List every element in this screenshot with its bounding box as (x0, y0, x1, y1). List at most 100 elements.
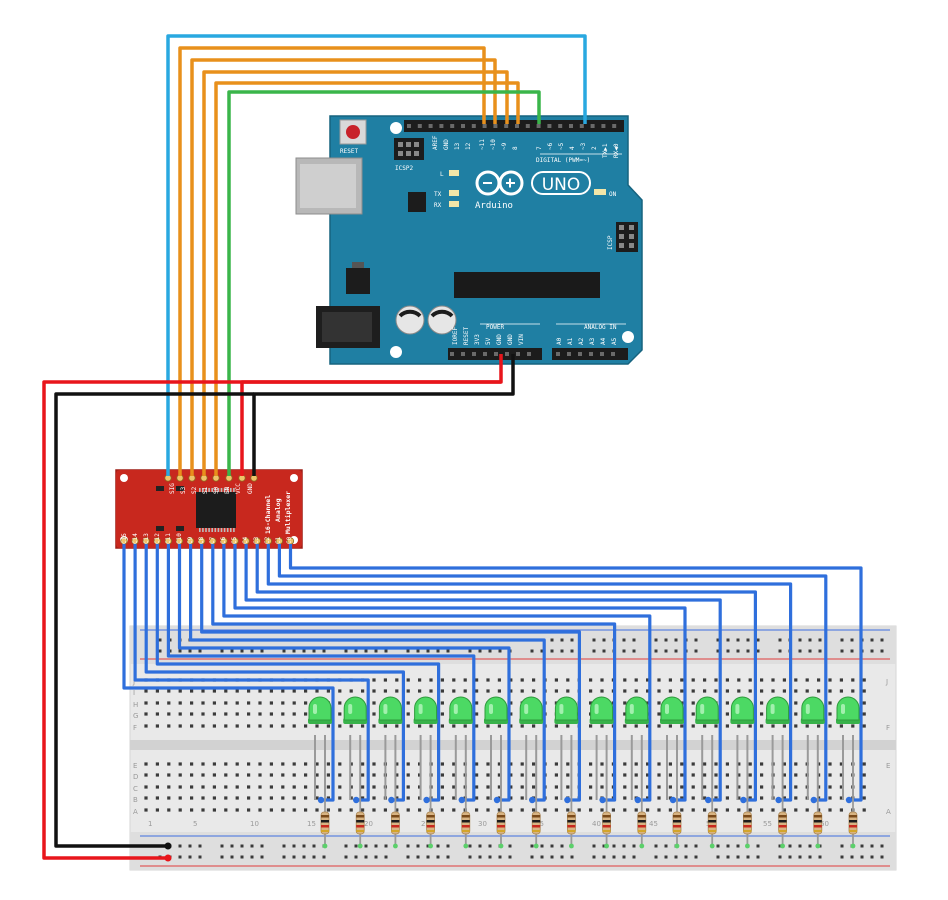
resistor-band (391, 825, 400, 828)
breadboard-hole (862, 773, 866, 777)
rail-hole (860, 855, 864, 859)
breadboard-hole (440, 762, 444, 766)
channel-wire (200, 544, 581, 802)
breadboard-hole (748, 796, 752, 800)
chip-leg (226, 528, 229, 532)
wire-s1 (202, 70, 509, 476)
breadboard-hole (725, 701, 729, 705)
led-highlight (700, 704, 705, 714)
breadboard-hole (520, 773, 524, 777)
led-highlight (348, 704, 353, 714)
rail-hole (808, 649, 812, 653)
led-dome (343, 696, 367, 721)
breadboard-hole (395, 796, 399, 800)
breadboard-hole (600, 689, 604, 693)
resistor-band (461, 820, 470, 823)
chip-leg (199, 488, 201, 492)
breadboard-hole (281, 808, 285, 812)
mux-breakout-board: SIG S3 S2 S1 S0 EN VCC GND C15 C14 C13 C… (115, 469, 303, 549)
breadboard-hole (748, 762, 752, 766)
breadboard-hole (532, 689, 536, 693)
channel-wire (244, 544, 722, 802)
rail-hole (726, 855, 730, 859)
breadboard-hole (817, 678, 821, 682)
breadboard-hole (668, 796, 672, 800)
breadboard-hole (292, 773, 296, 777)
breadboard-hole (657, 762, 661, 766)
pin-label-tx1: TX▶1 (602, 143, 609, 158)
rail-hole (602, 638, 606, 642)
chip-leg (211, 488, 213, 492)
breadboard-hole (646, 762, 650, 766)
led-highlight (665, 704, 669, 714)
breadboard-hole (247, 785, 251, 789)
wire-end (564, 796, 571, 804)
resistor-band (497, 830, 505, 832)
led-dome (484, 696, 508, 721)
breadboard-hole (326, 785, 330, 789)
breadboard-hole (589, 773, 593, 777)
breadboard-hole (703, 689, 707, 693)
rail-hole (798, 649, 802, 653)
breadboard-hole (201, 808, 205, 812)
breadboard-hole (418, 678, 422, 682)
channel-wire (166, 544, 476, 802)
breadboard-hole (315, 785, 319, 789)
breadboard-hole (703, 785, 707, 789)
breadboard-hole (691, 808, 695, 812)
breadboard-hole (623, 785, 627, 789)
breadboard-hole (794, 773, 798, 777)
channel-wire (155, 544, 441, 802)
header-pin (525, 124, 530, 128)
header-pin (516, 352, 520, 356)
led-on (594, 189, 606, 195)
led (589, 696, 614, 724)
resistor-band (567, 815, 576, 818)
chip-leg (233, 528, 235, 532)
rail-hole (726, 638, 730, 642)
resistor-contact (815, 843, 821, 849)
breadboard-hole (657, 689, 661, 693)
rail-hole (684, 855, 688, 859)
rail-hole (178, 855, 182, 859)
led-highlight (418, 704, 423, 714)
rail-hole (736, 855, 740, 859)
header-pin (461, 124, 465, 128)
breadboard-hole (463, 724, 467, 728)
breadboard-hole (349, 689, 353, 693)
rail-hole (746, 855, 750, 859)
col-number-15: 15 (307, 820, 316, 828)
breadboard-hole (144, 712, 148, 716)
header-pin (578, 352, 582, 356)
breadboard-hole (406, 785, 410, 789)
breadboard-hole (361, 724, 365, 728)
breadboard-hole (395, 689, 399, 693)
breadboard-hole (258, 773, 262, 777)
atmega-chip (454, 272, 600, 298)
rail-hole (756, 649, 760, 653)
breadboard-hole (475, 773, 479, 777)
breadboard-hole (771, 689, 775, 693)
resistor-band (356, 830, 365, 832)
resistor-band (426, 830, 435, 832)
breadboard-hole (497, 724, 501, 728)
led-dome (730, 696, 754, 721)
led (554, 696, 579, 724)
channel-wire (211, 544, 617, 802)
mux-pin-label-c10: C10 (176, 533, 183, 544)
rail-hole (840, 638, 844, 642)
breadboard-hole (475, 701, 479, 705)
arduino-logo-icon (475, 170, 524, 196)
led-dome (801, 696, 825, 721)
breadboard-hole (463, 678, 467, 682)
wire-end (317, 796, 325, 804)
breadboard-hole (646, 785, 650, 789)
breadboard-hole (212, 701, 216, 705)
breadboard-hole (862, 796, 866, 800)
col-number-60: 60 (820, 820, 829, 828)
pin-label-a2: A2 (578, 337, 585, 345)
breadboard-hole (418, 689, 422, 693)
rail-hole (488, 844, 492, 848)
breadboard-hole (281, 796, 285, 800)
header-pin (515, 124, 519, 128)
